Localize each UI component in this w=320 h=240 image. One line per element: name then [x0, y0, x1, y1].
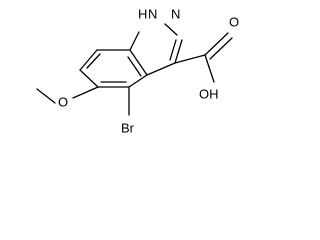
bond-carbonyl: [204, 32, 229, 56]
atom-label-br: Br: [121, 120, 135, 135]
bond-c3a-c4: [128, 74, 148, 88]
atom-label-oh: OH: [199, 86, 219, 101]
atom-label-methoxy-o: O: [58, 94, 68, 109]
bond-c7a-n1: [129, 31, 140, 51]
bond-n2-c3-double: [169, 39, 177, 61]
atom-label-carbonyl-o: O: [229, 14, 239, 29]
atom-label-n: N: [171, 6, 180, 21]
bond-c3-c3a: [146, 62, 176, 76]
bond-c6-c7: [79, 49, 98, 71]
chemical-structure: H N N O OH Br O: [36, 6, 239, 135]
bond-c6-c7-double: [86, 53, 101, 69]
bond-c5-c6: [79, 69, 99, 88]
bond-o-ch3: [36, 88, 56, 104]
bond-c7a-c3a-double: [127, 56, 142, 77]
bond-c-oh: [204, 54, 215, 83]
bond-carbonyl-double: [209, 37, 233, 60]
bond-c3-cooh: [174, 54, 206, 64]
bond-c5-o: [72, 86, 99, 99]
bond-c7a-c3a: [129, 49, 148, 76]
bond-n1-n2: [164, 23, 178, 36]
atom-label-nh-n: N: [148, 6, 157, 21]
bond-n2-c3: [174, 39, 183, 64]
atom-label-h: H: [138, 6, 147, 21]
